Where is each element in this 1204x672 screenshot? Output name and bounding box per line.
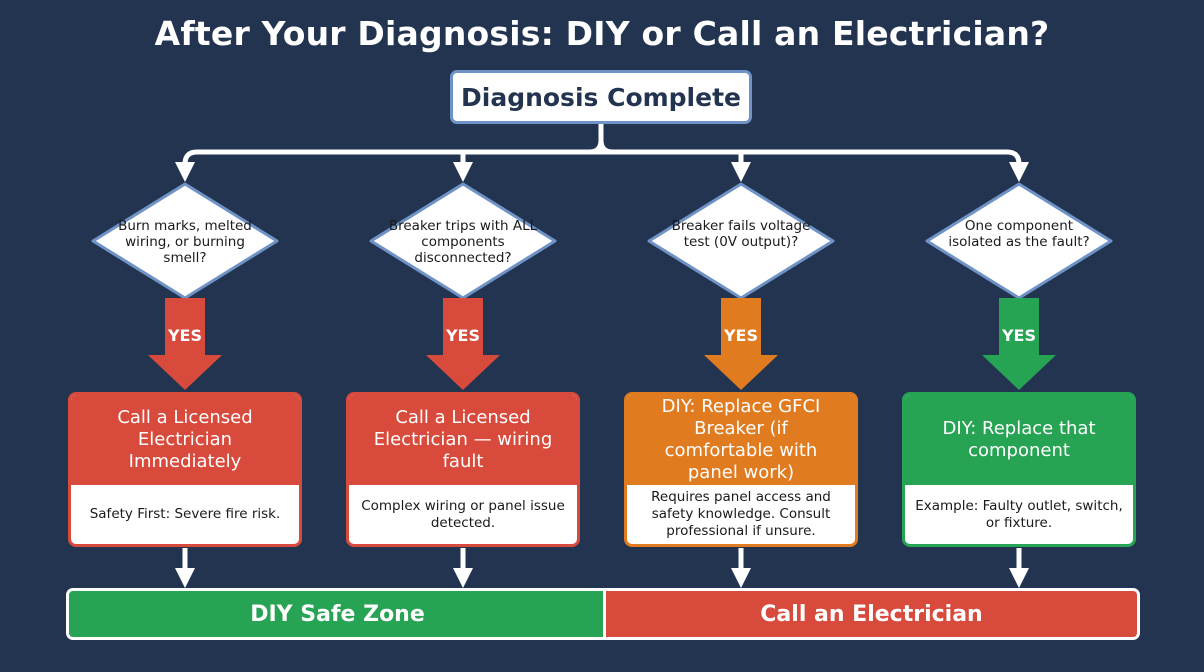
outcome-card-3: DIY: Replace GFCI Breaker (if comfortabl… bbox=[624, 392, 858, 547]
decision-question-3: Breaker fails voltage test (0V output)? bbox=[671, 218, 811, 250]
page-title: After Your Diagnosis: DIY or Call an Ele… bbox=[154, 14, 1050, 53]
yes-label-1: YES bbox=[167, 326, 203, 345]
start-label: Diagnosis Complete bbox=[461, 82, 741, 112]
outcome-title-2: Call a Licensed Electrician — wiring fau… bbox=[349, 395, 577, 485]
yes-arrow-4 bbox=[982, 298, 1056, 390]
outcome-detail-2: Complex wiring or panel issue detected. bbox=[361, 497, 565, 531]
yes-arrow-3 bbox=[704, 298, 778, 390]
yes-arrow-1 bbox=[148, 298, 222, 390]
decision-question-1: Burn marks, melted wiring, or burning sm… bbox=[118, 218, 252, 266]
call-electrician-bar: Call an Electrician bbox=[603, 588, 1140, 640]
start-node: Diagnosis Complete bbox=[450, 70, 752, 124]
connector-trunk bbox=[588, 124, 604, 155]
yes-label-4: YES bbox=[1001, 326, 1037, 345]
connector-drop-1 bbox=[175, 149, 198, 182]
outcome-title-1: Call a Licensed Electrician Immediately bbox=[71, 395, 299, 485]
yes-label-2: YES bbox=[445, 326, 481, 345]
decision-question-2: Breaker trips with ALL components discon… bbox=[388, 218, 538, 266]
outcome-detail-3: Requires panel access and safety knowled… bbox=[651, 489, 831, 539]
decision-question-4: One component isolated as the fault? bbox=[948, 218, 1090, 250]
outcome-detail-1: Safety First: Severe fire risk. bbox=[89, 506, 281, 522]
outcome-card-2: Call a Licensed Electrician — wiring fau… bbox=[346, 392, 580, 547]
outcome-title-3: DIY: Replace GFCI Breaker (if comfortabl… bbox=[627, 395, 855, 485]
diy-zone-label: DIY Safe Zone bbox=[250, 601, 425, 627]
outcome-detail-4: Example: Faulty outlet, switch, or fixtu… bbox=[915, 497, 1123, 531]
yes-label-3: YES bbox=[723, 326, 759, 345]
yes-arrow-2 bbox=[426, 298, 500, 390]
diy-safe-zone-bar: DIY Safe Zone bbox=[66, 588, 606, 640]
outcome-title-4: DIY: Replace that component bbox=[905, 395, 1133, 485]
connector-drop-4 bbox=[1006, 149, 1029, 182]
electrician-zone-label: Call an Electrician bbox=[760, 601, 983, 627]
